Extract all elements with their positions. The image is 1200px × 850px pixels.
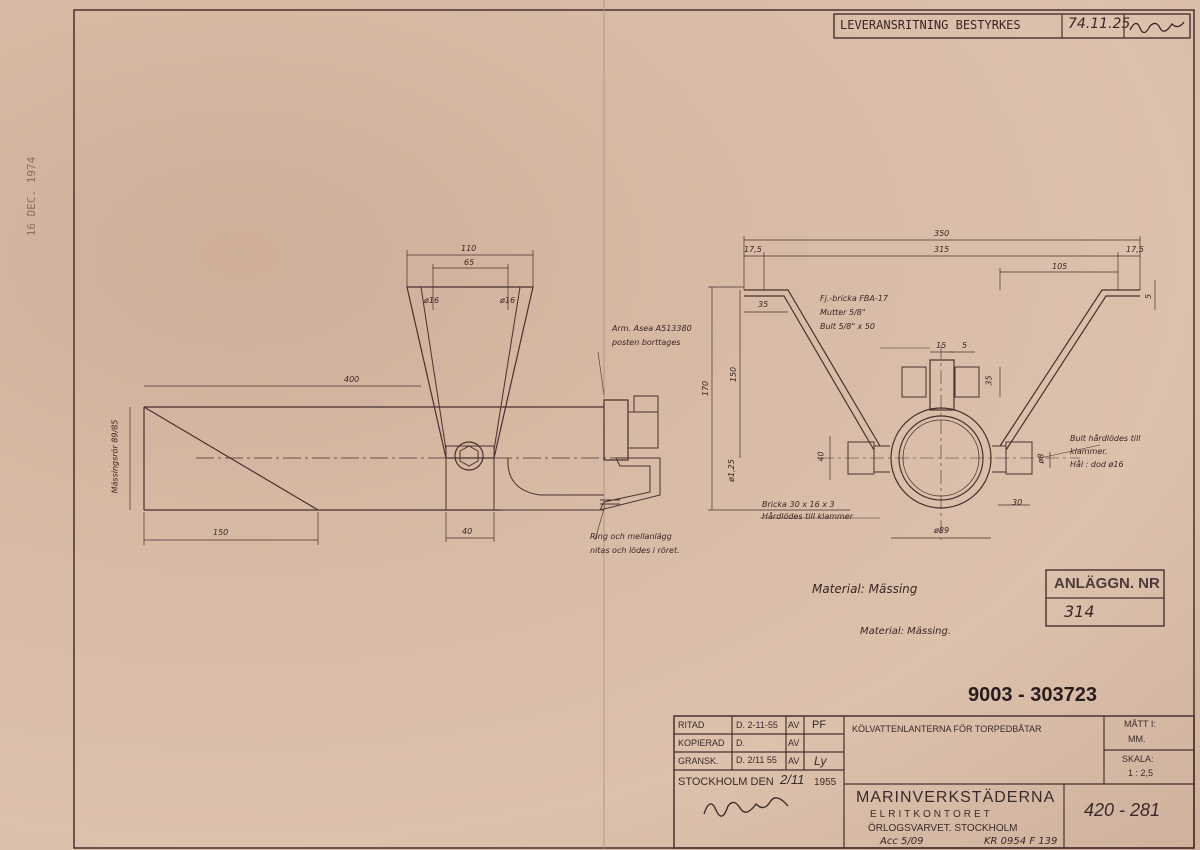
dim-right-offset: 105 <box>1052 262 1068 271</box>
sheet-border <box>73 9 1195 849</box>
dim-left-edge: 17,5 <box>744 245 762 254</box>
gransk-label: GRANSK. <box>678 756 719 766</box>
bolt-note: Bult 5/8" x 50 <box>820 322 876 331</box>
ring-note-line2: nitas och lödes i röret. <box>590 546 680 555</box>
drawing-signature <box>703 797 789 817</box>
ring-note-line1: Ring och mellanlägg <box>590 532 672 541</box>
dim-height-lower: ø1,25 <box>726 459 736 482</box>
dim-bolt-height: 35 <box>984 375 994 386</box>
archive-note-kr: KR 0954 F 139 <box>984 836 1058 847</box>
place-date: 2/11 <box>780 772 805 787</box>
washer-note: Fj.-bricka FBA-17 <box>820 294 888 303</box>
dim-tube-dia: ø89 <box>934 526 950 535</box>
approval-stamp-label: LEVERANSRITNING BESTYRKES <box>840 18 1021 32</box>
bolt-braze-note-line2: klammer. <box>1070 447 1108 456</box>
approval-date: 74.11.25 <box>1068 16 1131 32</box>
unit-label: MÅTT I: <box>1124 719 1156 729</box>
department: ELRITKONTORET <box>870 809 993 820</box>
dim-right-foot: 30 <box>1012 498 1023 507</box>
location: ÖRLOGSVARVET. STOCKHOLM <box>868 823 1018 834</box>
dim-length: 400 <box>344 375 360 384</box>
title-block-lines <box>673 715 1195 849</box>
scale-value: 1 : 2,5 <box>1128 768 1154 778</box>
end-view <box>708 236 1156 540</box>
dim-foot-thick: 5 <box>1144 293 1154 300</box>
anlaggn-number: 314 <box>1064 602 1095 621</box>
drawing-title: KÖLVATTENLANTERNA FÖR TORPEDBÅTAR <box>852 724 1042 734</box>
place-label: STOCKHOLM DEN <box>678 776 774 788</box>
anlaggn-label: ANLÄGGN. NR <box>1054 575 1160 592</box>
company-name: MARINVERKSTÄDERNA <box>856 789 1056 806</box>
drawing-id: 420 - 281 <box>1084 800 1161 820</box>
remove-note-line1: Arm. Asea A513380 <box>612 324 692 333</box>
ritad-label: RITAD <box>678 720 705 730</box>
dim-inner: 315 <box>934 245 950 254</box>
dim-height-upper: 150 <box>729 366 739 383</box>
ritad-date: D. 2-11-55 <box>736 720 778 730</box>
scale-label: SKALA: <box>1122 754 1154 764</box>
ritad-by: PF <box>812 719 827 731</box>
dim-hole-spacing: 65 <box>464 258 475 267</box>
approval-signature <box>1129 21 1185 34</box>
kopierad-label: KOPIERAD <box>678 738 725 748</box>
washer-size-note: Bricka 30 x 16 x 3 <box>762 500 835 509</box>
kopierad-av: AV <box>788 738 800 748</box>
gransk-date: D. 2/11 55 <box>736 755 777 765</box>
dim-bottom-left: 150 <box>213 528 229 537</box>
ritad-av: AV <box>788 720 800 730</box>
received-date-stamp: 16 DEC. 1974 <box>25 156 39 237</box>
dim-left-foot: 35 <box>758 300 769 309</box>
washer-braze-note: Hårdlödes till klammer <box>762 512 854 521</box>
place-year: 1955 <box>814 777 837 788</box>
dim-height-total: 170 <box>701 380 711 397</box>
dim-overall: 350 <box>934 229 950 238</box>
nut-note: Mutter 5/8" <box>820 308 866 317</box>
gransk-by: Ly <box>814 754 827 768</box>
dim-bolt-small: 5 <box>962 341 968 350</box>
dim-right-hole: ø8 <box>1036 453 1046 464</box>
unit-value: MM. <box>1128 734 1146 744</box>
bolt-braze-note-line1: Bult hårdlödes till <box>1070 434 1141 443</box>
kopierad-date: D. <box>736 738 745 748</box>
approval-stamp-box <box>833 13 1191 39</box>
dim-clamp-width: 40 <box>462 527 473 536</box>
material-note-1: Material: Mässing <box>812 582 918 596</box>
drawing-number: 9003 - 303723 <box>968 684 1098 706</box>
material-note-2: Material: Mässing. <box>860 626 951 637</box>
dim-hole-right: ø16 <box>500 296 516 305</box>
archive-note-acc: Acc 5/09 <box>880 836 924 847</box>
dim-right-edge: 17,5 <box>1126 245 1144 254</box>
gransk-av: AV <box>788 756 800 766</box>
dim-top-width: 110 <box>461 244 477 253</box>
dim-bolt-gap: 15 <box>936 341 947 350</box>
bolt-braze-note-line3: Hål : dod ø16 <box>1070 460 1124 469</box>
dim-tube-label: Mässingsrör 89/85 <box>110 419 120 494</box>
dim-clamp-center: 40 <box>816 451 826 462</box>
side-view <box>129 250 661 545</box>
remove-note-line2: posten borttages <box>612 338 681 347</box>
dim-hole-left: ø16 <box>424 296 440 305</box>
